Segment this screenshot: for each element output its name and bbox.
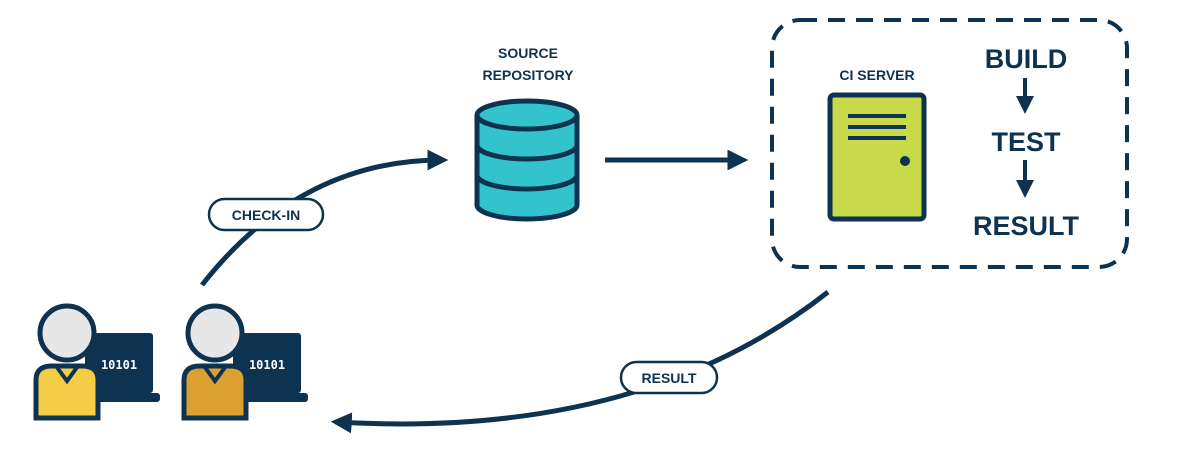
ci-server-box <box>770 18 1129 269</box>
pipeline-step-result: RESULT <box>973 211 1080 241</box>
result-arrow <box>330 290 830 434</box>
down-arrow-icon <box>1016 78 1034 114</box>
developer-1: 10101 <box>33 303 160 421</box>
check-in-pill: CHECK-IN <box>207 197 325 232</box>
user-icon <box>33 303 101 421</box>
pipeline-step-test: TEST <box>991 127 1061 157</box>
laptop-screen-code: 10101 <box>249 358 285 372</box>
check-in-arrow <box>200 149 449 287</box>
database-icon <box>474 98 580 222</box>
result-pill: RESULT <box>619 360 719 395</box>
down-arrow-icon <box>1016 160 1034 198</box>
check-in-label: CHECK-IN <box>232 207 300 223</box>
repository-label-line1: SOURCE <box>498 45 558 61</box>
ci-server-label: CI SERVER <box>839 67 914 83</box>
laptop-icon: 10101 <box>208 333 308 402</box>
result-label: RESULT <box>642 370 697 386</box>
developer-2: 10101 <box>181 303 308 421</box>
repository-label-line2: REPOSITORY <box>482 67 574 83</box>
user-icon <box>181 303 249 421</box>
pipeline-step-build: BUILD <box>985 44 1068 74</box>
laptop-screen-code: 10101 <box>101 358 137 372</box>
server-icon <box>827 92 927 222</box>
